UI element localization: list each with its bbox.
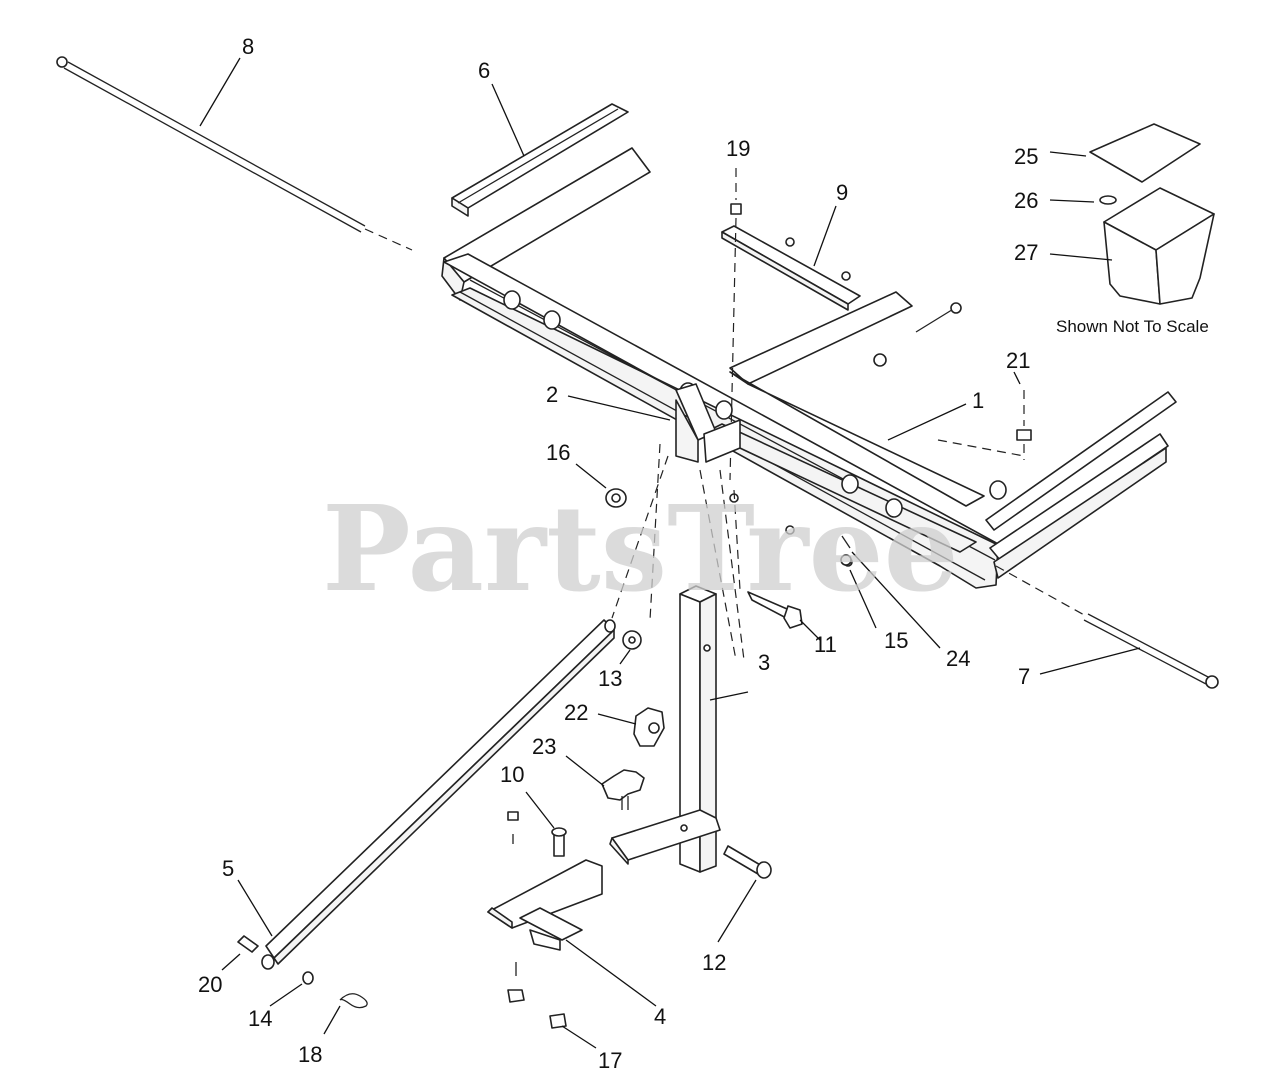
part-27-bin [1103,187,1215,305]
part-22-knob [633,707,665,747]
callout-27: 27 [1014,240,1038,265]
callout-13: 13 [598,666,622,691]
callout-22: 22 [564,700,588,725]
part-25-lid [1089,123,1201,183]
callout-21: 21 [1006,348,1030,373]
watermark: PartsTree [322,479,959,618]
part-5-link [261,619,616,970]
part-13-washer [622,630,642,650]
callout-1: 1 [972,388,984,413]
part-10-bolt [507,811,567,857]
part-7-rod [995,565,1219,689]
part-16-bushing [605,488,627,508]
part-21-nut [937,390,1032,460]
callout-6: 6 [478,58,490,83]
callout-10: 10 [500,762,524,787]
part-18-clip [339,993,368,1009]
callout-24: 24 [946,646,970,671]
part-14-washer [302,971,314,985]
part-11-bolt [747,591,803,629]
part-2-bracket [675,383,741,463]
callout-11: 11 [814,632,837,657]
callout-3: 3 [758,650,770,675]
part-26-plug [1099,195,1117,205]
part-20-pin [237,935,259,953]
callout-15: 15 [884,628,908,653]
callout-2: 2 [546,382,558,407]
leader-lines [199,57,1141,1049]
part-9-plate [721,225,861,311]
part-3-upright [609,585,721,873]
assembly-lines [611,443,745,661]
callout-20: 20 [198,972,222,997]
part-4-bracket [487,859,603,1029]
part-24-pin [841,535,851,549]
part-23-knob [601,769,645,810]
callout-7: 7 [1018,664,1030,689]
not-to-scale-note: Shown Not To Scale [1056,317,1209,336]
callout-labels: 1 2 3 4 5 6 7 8 9 10 11 12 13 14 15 16 1… [198,34,1038,1073]
part-6-channel [451,103,629,217]
callout-25: 25 [1014,144,1038,169]
callout-12: 12 [702,950,726,975]
callout-23: 23 [532,734,556,759]
part-12-pin [723,845,772,879]
part-15-washer [840,554,852,566]
callout-17: 17 [598,1048,622,1073]
callout-18: 18 [298,1042,322,1067]
callout-14: 14 [248,1006,272,1031]
part-8-rod [56,56,413,251]
callout-4: 4 [654,1004,666,1029]
callout-9: 9 [836,180,848,205]
callout-8: 8 [242,34,254,59]
callout-19: 19 [726,136,750,161]
callout-16: 16 [546,440,570,465]
callout-5: 5 [222,856,234,881]
callout-26: 26 [1014,188,1038,213]
